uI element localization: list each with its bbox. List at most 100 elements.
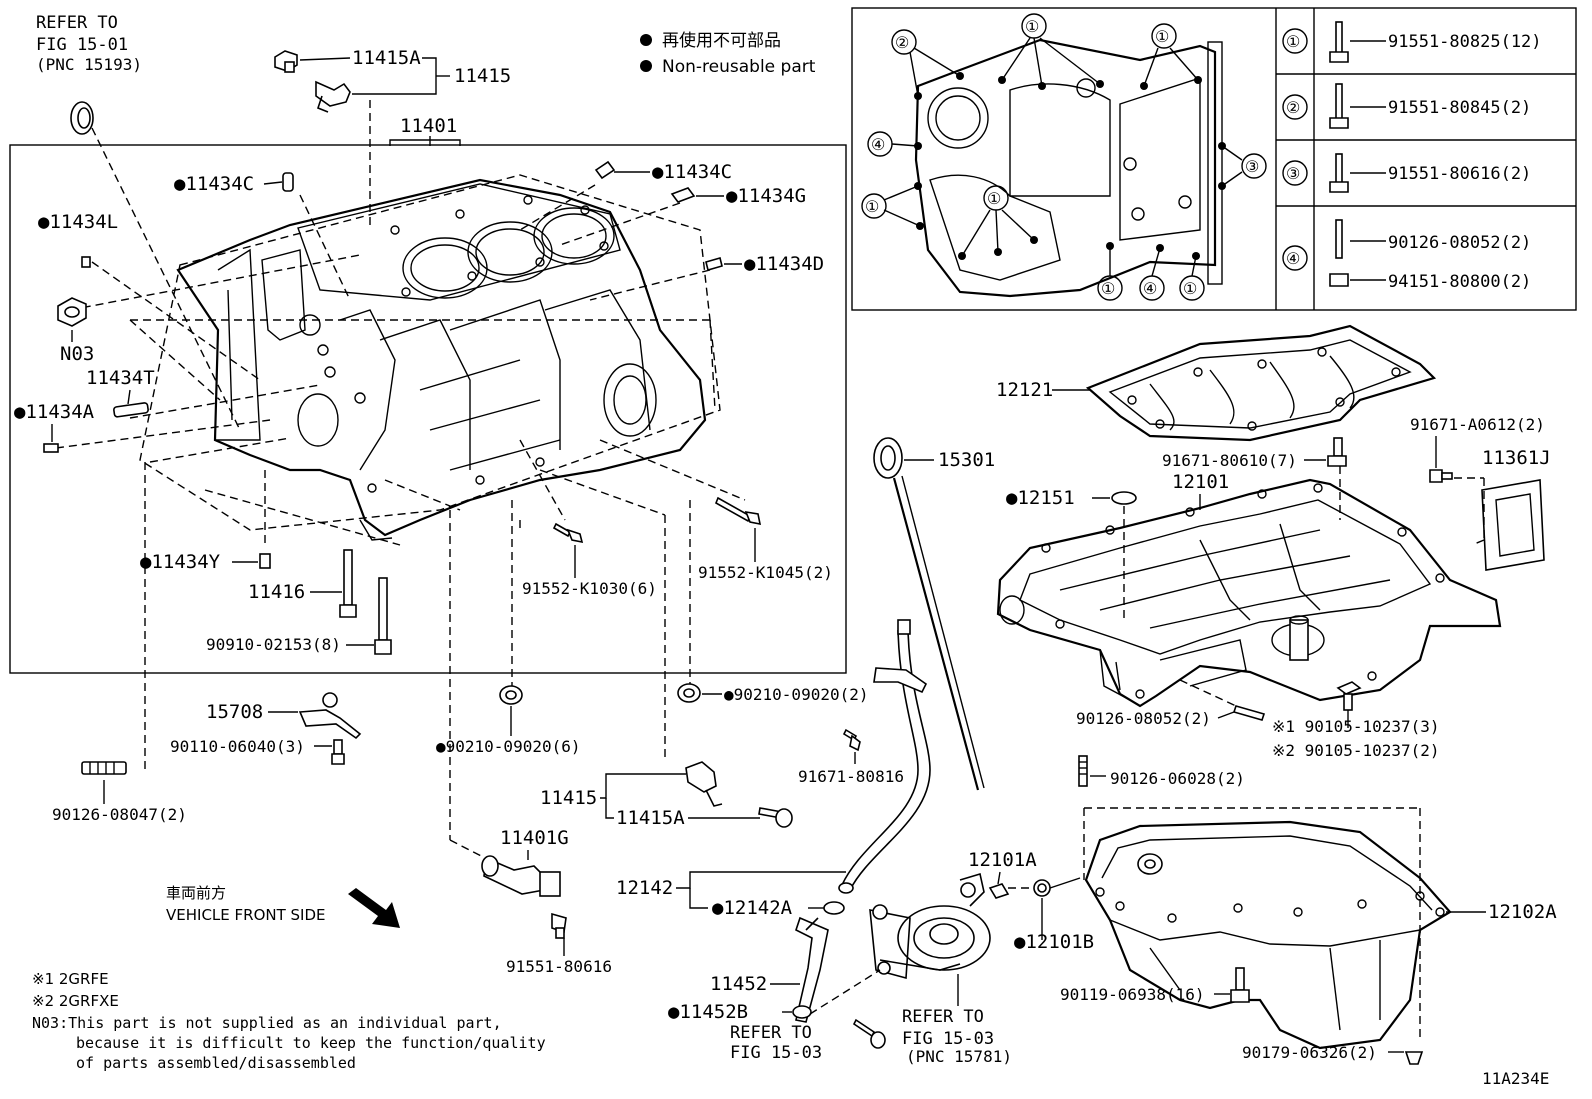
stud-90126-08047	[81, 761, 127, 775]
label-11401: 11401	[400, 115, 457, 137]
cylinder-block-drawing	[139, 174, 721, 541]
inset-lower-crankcase-sketch	[914, 38, 1226, 298]
svg-text:①: ①	[1183, 279, 1197, 298]
dipstick-15301	[873, 437, 985, 791]
svg-text:91551-80616(2): 91551-80616(2)	[1388, 164, 1531, 184]
svg-text:①: ①	[1025, 17, 1039, 36]
oil-jet-valve-top	[274, 50, 351, 113]
label-91671-80610: 91671-80610(7)	[1162, 451, 1297, 470]
oil-pan-12101	[996, 478, 1502, 708]
label-15301: 15301	[938, 449, 995, 471]
oil-jet-valve-mid	[685, 761, 723, 807]
label-11434T: 11434T	[86, 367, 155, 389]
bolt-90105-10237	[1336, 681, 1362, 711]
label-11452: 11452	[710, 973, 767, 995]
baffle-plate-12121	[1085, 324, 1437, 442]
label-N03: N03	[60, 343, 94, 365]
dipstick-guide-12142	[838, 619, 931, 894]
o-ring-12151	[1111, 491, 1137, 505]
label-11434G: ●11434G	[726, 185, 806, 207]
label-11416: 11416	[248, 581, 305, 603]
bolt-90119-06938	[1230, 967, 1250, 1003]
bolt-icon	[1329, 83, 1349, 129]
label-12101: 12101	[1172, 471, 1229, 493]
pin-11434Y	[259, 553, 271, 569]
legend: 再使用不可部品 Non-reusable part	[640, 30, 816, 77]
refer-bottom-right-l3: (PNC 15781)	[906, 1047, 1012, 1066]
front-arrow-icon	[348, 888, 400, 928]
svg-text:94151-80800(2): 94151-80800(2)	[1388, 272, 1531, 292]
bolt-91552-K1030	[552, 522, 584, 544]
svg-text:①: ①	[1101, 279, 1115, 298]
bolt-91552-K1045	[714, 496, 762, 526]
plate-11361J	[1481, 479, 1545, 571]
bolt-91551-80616	[551, 912, 567, 939]
label-12101A: 12101A	[968, 849, 1037, 871]
label-11361J: 11361J	[1482, 447, 1551, 469]
plug-12101A	[988, 883, 1010, 899]
sensor-11401G	[481, 855, 561, 897]
oil-pump-strainer	[869, 872, 991, 980]
svg-text:①: ①	[865, 197, 879, 216]
bracket-15708	[298, 692, 362, 740]
note-1: ※1 2GRFE	[32, 970, 109, 988]
svg-text:①: ①	[1155, 27, 1169, 46]
svg-text:④: ④	[1286, 249, 1300, 268]
note-2: ※2 2GRFXE	[32, 992, 119, 1010]
cylinder-block-frame	[9, 144, 847, 674]
pipe-11452	[795, 916, 829, 1023]
figure-code: 11A234E	[1482, 1069, 1549, 1088]
pin-11434D	[705, 257, 723, 271]
plug-11434C-left	[282, 172, 294, 192]
svg-text:④: ④	[871, 135, 885, 154]
bolt-90910-02153	[374, 577, 392, 655]
label-11434L: ●11434L	[38, 211, 118, 233]
label-11434D: ●11434D	[744, 253, 824, 275]
label-90210-left: ●90210-09020(6)	[436, 737, 581, 756]
bolt-91671-A0612	[1429, 469, 1453, 483]
label-90110-06040: 90110-06040(3)	[170, 737, 305, 756]
pin-11434T	[113, 402, 149, 418]
label-91552-K1045: 91552-K1045(2)	[698, 563, 833, 582]
label-12101B: ●12101B	[1014, 931, 1094, 953]
stud-icon	[1335, 219, 1343, 259]
gasket-90179-06326	[1404, 1051, 1424, 1065]
stud-90126-08052	[1232, 705, 1266, 721]
plug-N03	[57, 297, 87, 327]
bolt-table: ① 91551-80825(12) ② 91551-80845(2) ③ 915…	[1282, 21, 1542, 292]
label-11434A: ●11434A	[14, 401, 95, 423]
svg-text:①: ①	[987, 189, 1001, 208]
svg-text:③: ③	[1245, 157, 1259, 176]
refer-label-fig-15-01-line2: FIG 15-01	[36, 35, 128, 55]
label-90126-08052: 90126-08052(2)	[1076, 709, 1211, 728]
label-11401G: 11401G	[500, 827, 569, 849]
label-11415A-mid: 11415A	[616, 807, 685, 829]
svg-text:②: ②	[1286, 98, 1300, 117]
oil-seal-part	[70, 101, 94, 135]
refer-bottom-mid-l1: REFER TO	[730, 1023, 812, 1043]
stud-90126-06028	[1078, 755, 1088, 787]
inset-callouts: ② ① ① ④ ① ① ③ ① ④ ①	[861, 13, 1267, 301]
refer-bottom-mid-l2: FIG 15-03	[730, 1043, 822, 1063]
vehicle-front-en: VEHICLE FRONT SIDE	[166, 906, 326, 924]
svg-text:③: ③	[1286, 164, 1300, 183]
oil-pan-12102A	[1084, 820, 1452, 1050]
label-15708: 15708	[206, 701, 263, 723]
gasket-12101B	[1033, 879, 1051, 897]
label-11415-top: 11415	[454, 65, 511, 87]
label-90105-2: ※2 90105-10237(2)	[1272, 741, 1440, 760]
bolt-oil-strainer	[852, 1018, 886, 1049]
gasket-90210-right	[677, 683, 701, 703]
bolt-91671-80610	[1327, 437, 1347, 467]
vehicle-front-jp: 車両前方	[166, 884, 226, 902]
svg-text:91551-80825(12): 91551-80825(12)	[1388, 32, 1542, 52]
bolt-icon	[1329, 21, 1349, 63]
svg-text:①: ①	[1286, 32, 1300, 51]
plug-11434C-right	[594, 160, 616, 180]
label-12102A: 12102A	[1488, 901, 1557, 923]
label-90910-02153: 90910-02153(8)	[206, 635, 341, 654]
label-11434Y: ●11434Y	[140, 551, 221, 573]
bolt-90110-06040	[331, 739, 345, 765]
bolt-11415A-mid	[758, 807, 793, 828]
